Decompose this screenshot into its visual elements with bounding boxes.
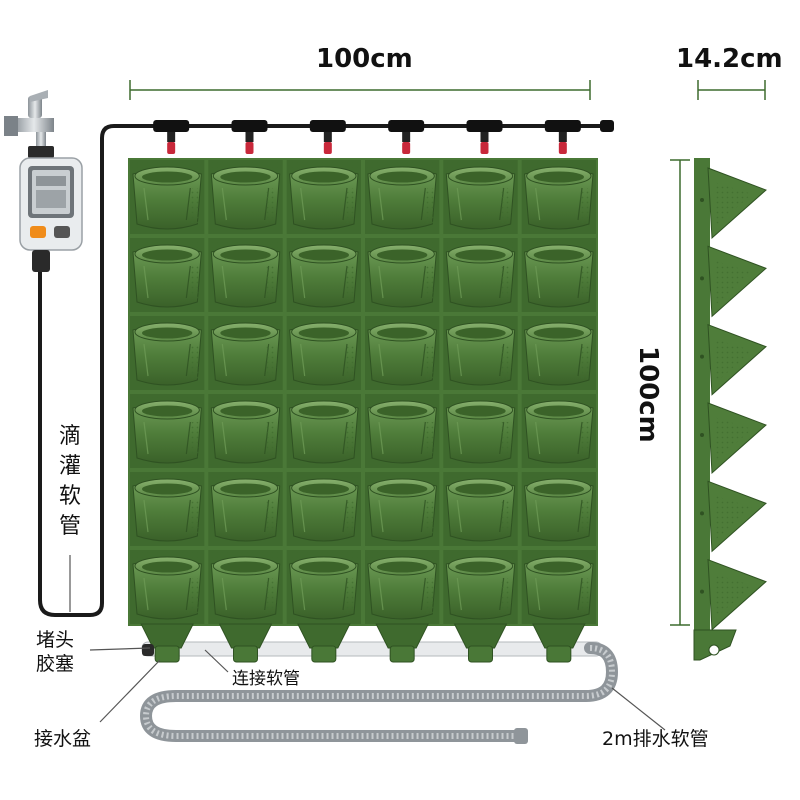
planter-pocket — [130, 550, 205, 624]
planter-pocket — [208, 472, 283, 546]
planter-pocket — [286, 472, 361, 546]
planter-pocket — [365, 316, 440, 390]
planter-pocket — [130, 160, 205, 234]
planter-pocket — [443, 550, 518, 624]
planter-pocket — [443, 160, 518, 234]
planter-pocket — [130, 238, 205, 312]
planter-pocket — [443, 394, 518, 468]
tray-connector — [532, 623, 586, 663]
height-dimension — [670, 159, 690, 626]
drip-emitter-icon — [153, 120, 190, 154]
rubber-plug — [142, 644, 154, 656]
side-pocket — [700, 402, 767, 475]
planter-pocket — [365, 160, 440, 234]
tray-connector — [453, 623, 508, 663]
faucet-icon — [4, 90, 54, 146]
height-label: 100cm — [633, 346, 663, 443]
side-pocket — [700, 323, 767, 396]
side-pocket — [700, 245, 767, 318]
planter-pocket — [286, 316, 361, 390]
drip-emitter-icon — [231, 120, 268, 154]
planter-pocket — [286, 394, 361, 468]
planter-pocket — [521, 160, 596, 234]
planter-pocket — [521, 394, 596, 468]
side-pocket — [700, 558, 767, 631]
drip-hose-label: 滴灌软管 — [58, 424, 81, 539]
tray-connector — [297, 623, 351, 663]
drip-hose — [38, 124, 605, 617]
planter-pocket — [286, 160, 361, 234]
planter-pocket — [521, 316, 596, 390]
planter-pocket — [521, 550, 596, 624]
side-pocket — [700, 480, 767, 553]
tray-connector — [375, 623, 429, 663]
planter-pocket — [208, 394, 283, 468]
drip-emitter-icon — [466, 120, 503, 154]
depth-dimension — [697, 80, 766, 100]
timer-controller-icon — [19, 146, 83, 272]
planter-pocket — [130, 472, 205, 546]
planter-pocket — [521, 238, 596, 312]
hose-end-cap — [600, 120, 614, 132]
drip-emitters — [153, 120, 581, 154]
connect-hose-label: 连接软管 — [232, 669, 300, 689]
water-tray-row — [140, 623, 603, 663]
tray-connector — [218, 623, 273, 663]
tray-connector — [140, 623, 194, 663]
planter-pocket — [443, 316, 518, 390]
drip-emitter-icon — [309, 120, 346, 154]
planter-pocket — [130, 394, 205, 468]
planter-pocket — [208, 160, 283, 234]
planter-pocket — [208, 238, 283, 312]
drain-hose-label: 2m排水软管 — [602, 728, 709, 750]
width-dimension — [129, 80, 591, 100]
width-label: 100cm — [316, 44, 413, 74]
planter-pocket — [365, 472, 440, 546]
plug-label: 堵头 胶塞 — [36, 629, 75, 675]
planter-pocket — [208, 550, 283, 624]
drip-emitter-icon — [388, 120, 425, 154]
planter-pocket — [443, 238, 518, 312]
leader-lines — [69, 555, 666, 731]
side-pocket — [700, 167, 767, 240]
planter-pocket — [130, 316, 205, 390]
planter-pocket — [286, 550, 361, 624]
depth-label: 14.2cm — [676, 44, 783, 74]
side-profile-view — [693, 158, 767, 661]
planter-pocket — [521, 472, 596, 546]
planter-pocket — [365, 550, 440, 624]
water-tray-label: 接水盆 — [34, 728, 92, 750]
planter-pocket — [443, 472, 518, 546]
drain-hose-end — [514, 728, 528, 744]
planter-pocket — [208, 316, 283, 390]
planter-pocket — [286, 238, 361, 312]
planter-pocket — [365, 238, 440, 312]
drip-emitter-icon — [544, 120, 581, 154]
planter-wall — [128, 158, 598, 626]
planter-pocket — [365, 394, 440, 468]
